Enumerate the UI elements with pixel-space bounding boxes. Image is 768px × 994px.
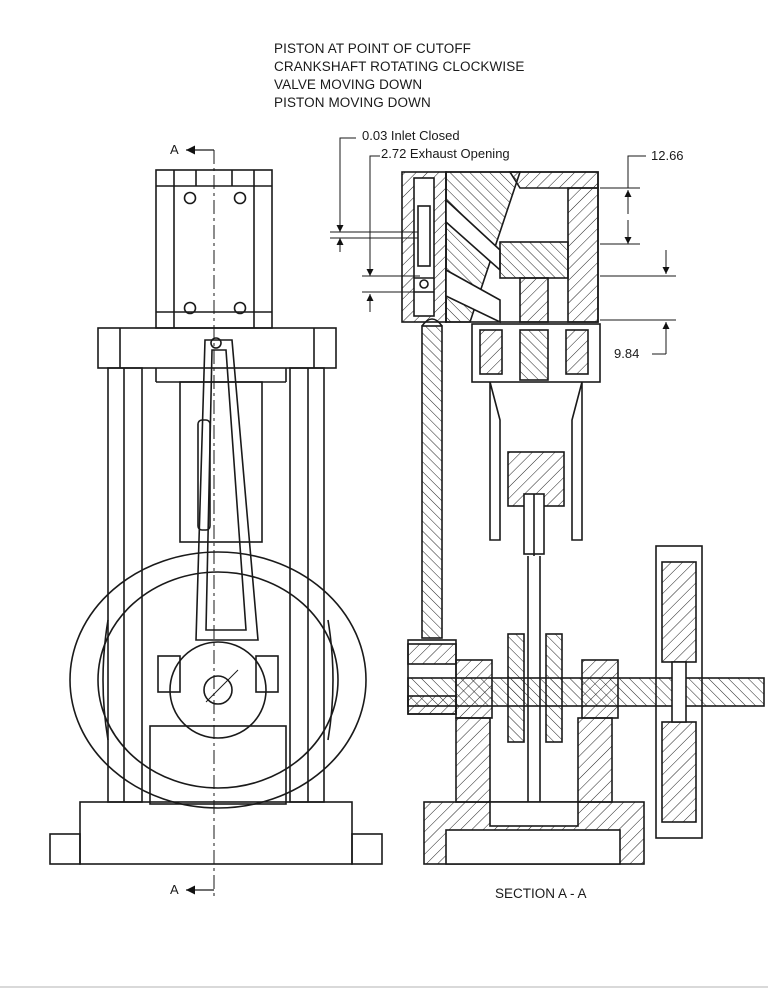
bolt-hole — [233, 191, 247, 205]
page-edge — [0, 986, 768, 988]
piston — [499, 241, 569, 279]
valve-rod — [421, 325, 443, 639]
dim-exhaust-opening: 2.72 Exhaust Opening — [381, 146, 510, 161]
dim-lower-value: 9.84 — [614, 346, 640, 361]
dimension-lines — [330, 137, 676, 355]
section-view — [401, 171, 765, 865]
note-line: PISTON AT POINT OF CUTOFF — [274, 41, 472, 56]
note-line: CRANKSHAFT ROTATING CLOCKWISE — [274, 59, 525, 74]
flywheel — [69, 551, 367, 809]
section-mark-bottom: A — [170, 882, 179, 897]
note-line: PISTON MOVING DOWN — [274, 95, 431, 110]
dim-upper-value: 12.66 — [651, 148, 684, 163]
operating-notes: PISTON AT POINT OF CUTOFF CRANKSHAFT ROT… — [274, 40, 524, 112]
wrist-pin — [210, 337, 222, 349]
front-view — [49, 145, 383, 900]
base — [79, 801, 353, 865]
bolt-hole — [233, 301, 247, 315]
flywheel-section — [655, 545, 703, 839]
section-caption: SECTION A - A — [495, 886, 587, 901]
section-mark-top: A — [170, 142, 179, 157]
note-line: VALVE MOVING DOWN — [274, 77, 423, 92]
crosshead-plate — [97, 327, 337, 369]
connecting-rod — [195, 339, 259, 641]
column-right — [289, 367, 325, 803]
dim-inlet-closed: 0.03 Inlet Closed — [362, 128, 460, 143]
bolt-hole — [183, 191, 197, 205]
column-left — [107, 367, 143, 803]
bolt-hole — [183, 301, 197, 315]
gland-housing — [471, 323, 601, 383]
crank-disc — [169, 641, 267, 739]
